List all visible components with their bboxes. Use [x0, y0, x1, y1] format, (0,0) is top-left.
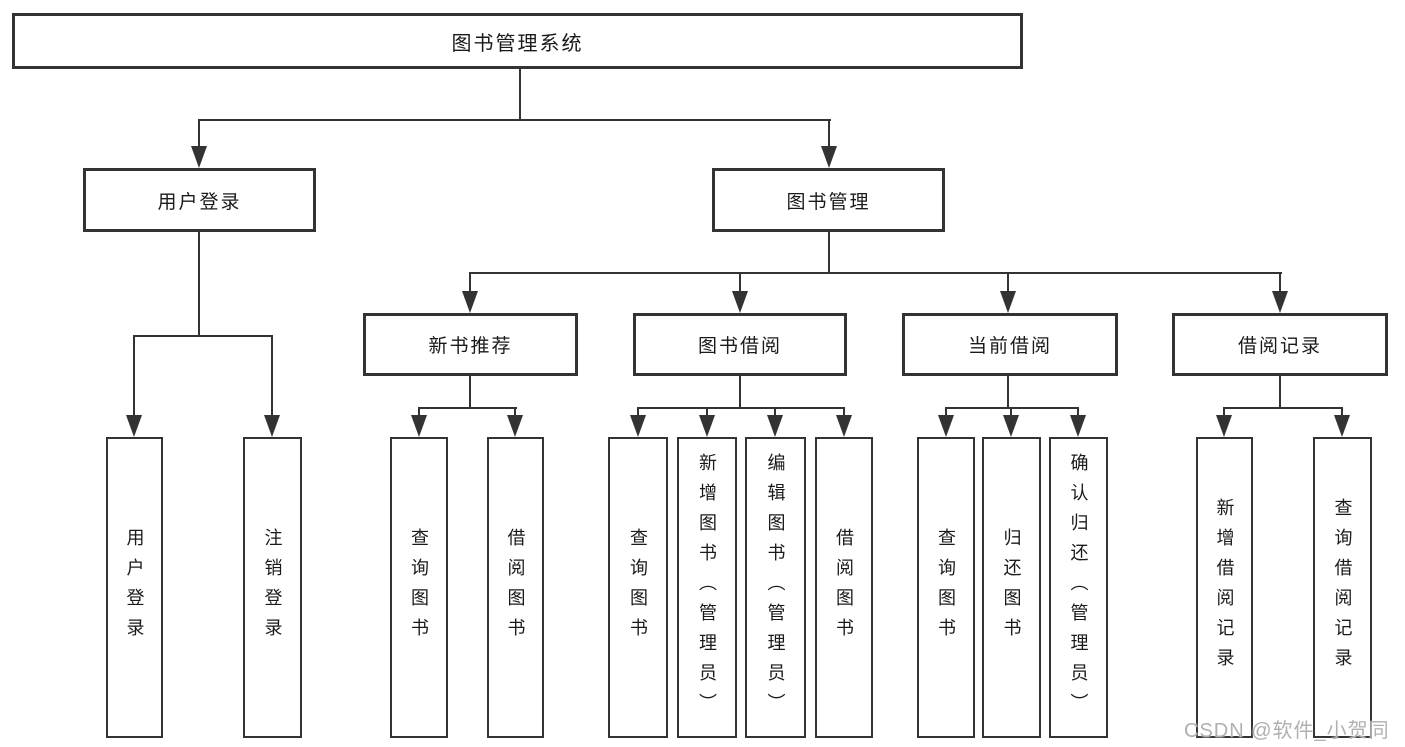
connector-arrowhead — [699, 415, 715, 437]
leaf-label: 查询图书 — [628, 527, 648, 648]
node-new-book-recommendation: 新书推荐 — [363, 313, 578, 376]
connector-drop-new-book — [469, 272, 471, 293]
leaf-label: 确认归还（管理员） — [1068, 452, 1089, 723]
connector-arrowhead — [767, 415, 783, 437]
connector-l2-rail — [469, 272, 1282, 274]
leaf-label: 注销登录 — [262, 527, 283, 648]
leaf-logout: 注销登录 — [243, 437, 302, 738]
connector-user-login-rail — [133, 335, 273, 337]
leaf-label: 查询借阅记录 — [1332, 497, 1353, 678]
connector-g4-rail — [1223, 407, 1343, 409]
connector-arrowhead — [191, 146, 207, 168]
node-current-borrowing: 当前借阅 — [902, 313, 1118, 376]
connector-drop-borrowing-records — [1279, 272, 1281, 293]
connector-g2-drop4 — [843, 407, 845, 417]
leaf-label: 编辑图书（管理员） — [765, 452, 786, 723]
leaf-borrow-books-borrowing: 借阅图书 — [815, 437, 873, 738]
connector-arrowhead — [126, 415, 142, 437]
csdn-watermark: CSDN @软件_小贺同学 — [1184, 720, 1390, 742]
connector-g1-drop1 — [418, 407, 420, 417]
leaf-borrow-books-newrec: 借阅图书 — [487, 437, 544, 738]
leaf-return-books: 归还图书 — [982, 437, 1041, 738]
leaf-label: 查询图书 — [936, 527, 956, 648]
connector-arrowhead — [938, 415, 954, 437]
connector-drop-leaf-user-login — [133, 335, 135, 415]
connector-g4-drop2 — [1341, 407, 1343, 417]
node-borrowing-records: 借阅记录 — [1172, 313, 1388, 376]
leaf-add-books-admin: 新增图书（管理员） — [677, 437, 737, 738]
connector-g2-drop1 — [637, 407, 639, 417]
connector-arrowhead — [821, 146, 837, 168]
connector-g2-drop3 — [774, 407, 776, 417]
node-book-borrowing: 图书借阅 — [633, 313, 847, 376]
connector-book-management-stub — [828, 232, 830, 272]
connector-l1-rail — [198, 119, 831, 121]
connector-g3-rail — [945, 407, 1079, 409]
connector-arrowhead — [411, 415, 427, 437]
connector-arrowhead — [732, 291, 748, 313]
node-book-management: 图书管理 — [712, 168, 945, 232]
connector-g4-stub — [1279, 376, 1281, 407]
connector-g1-stub — [469, 376, 471, 407]
connector-arrowhead — [836, 415, 852, 437]
connector-g3-stub — [1007, 376, 1009, 407]
connector-arrowhead — [507, 415, 523, 437]
leaf-confirm-return-admin: 确认归还（管理员） — [1049, 437, 1108, 738]
leaf-query-books-borrowing: 查询图书 — [608, 437, 668, 738]
connector-drop-book-management — [828, 119, 830, 148]
connector-g3-drop2 — [1010, 407, 1012, 417]
connector-g1-drop2 — [514, 407, 516, 417]
leaf-label: 归还图书 — [1001, 527, 1022, 648]
connector-g3-drop1 — [945, 407, 947, 417]
connector-arrowhead — [1272, 291, 1288, 313]
leaf-label: 借阅图书 — [834, 527, 854, 648]
connector-root-stub — [519, 69, 521, 121]
connector-arrowhead — [1216, 415, 1232, 437]
leaf-query-books-current: 查询图书 — [917, 437, 975, 738]
connector-drop-user-login — [198, 119, 200, 148]
connector-g2-rail — [637, 407, 845, 409]
connector-arrowhead — [1003, 415, 1019, 437]
leaf-label: 用户登录 — [124, 527, 145, 648]
leaf-query-books-newrec: 查询图书 — [390, 437, 448, 738]
leaf-add-borrow-record: 新增借阅记录 — [1196, 437, 1253, 738]
leaf-query-borrow-record: 查询借阅记录 — [1313, 437, 1372, 738]
connector-arrowhead — [630, 415, 646, 437]
connector-g3-drop3 — [1077, 407, 1079, 417]
leaf-label: 新增图书（管理员） — [697, 452, 717, 723]
connector-arrowhead — [462, 291, 478, 313]
connector-arrowhead — [264, 415, 280, 437]
leaf-label: 新增借阅记录 — [1214, 497, 1235, 678]
leaf-label: 查询图书 — [409, 527, 429, 648]
connector-g2-stub — [739, 376, 741, 407]
connector-user-login-stub — [198, 232, 200, 335]
connector-arrowhead — [1334, 415, 1350, 437]
leaf-label: 借阅图书 — [505, 527, 526, 648]
node-library-management-system: 图书管理系统 — [12, 13, 1023, 69]
connector-drop-book-borrowing — [739, 272, 741, 293]
leaf-edit-books-admin: 编辑图书（管理员） — [745, 437, 806, 738]
connector-drop-leaf-logout — [271, 335, 273, 415]
node-user-login: 用户登录 — [83, 168, 316, 232]
connector-arrowhead — [1000, 291, 1016, 313]
connector-g1-rail — [418, 407, 517, 409]
leaf-user-login: 用户登录 — [106, 437, 163, 738]
connector-arrowhead — [1070, 415, 1086, 437]
connector-g4-drop1 — [1223, 407, 1225, 417]
connector-g2-drop2 — [706, 407, 708, 417]
connector-drop-current-borrowing — [1007, 272, 1009, 293]
